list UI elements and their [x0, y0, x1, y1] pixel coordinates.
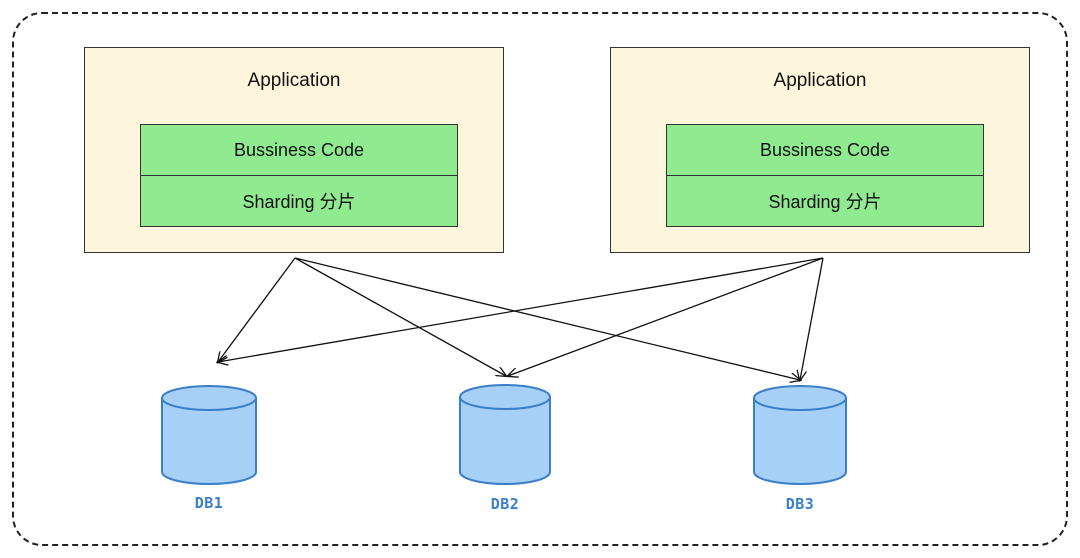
sharding-layer: Sharding 分片	[666, 175, 984, 227]
application-box-1: Application Bussiness Code Sharding 分片	[84, 47, 504, 253]
db1-cylinder-icon	[161, 385, 257, 485]
business-code-layer: Bussiness Code	[666, 124, 984, 176]
arrow-app2-db2	[508, 257, 824, 376]
arrow-app2-db1	[218, 257, 824, 362]
application-title: Application	[247, 70, 341, 91]
db2-label: DB2	[490, 495, 520, 513]
sharding-layer: Sharding 分片	[140, 175, 458, 227]
db3-label: DB3	[785, 495, 815, 513]
arrows-from-app-1	[218, 257, 800, 380]
application-box-2: Application Bussiness Code Sharding 分片	[610, 47, 1030, 253]
application-title: Application	[773, 70, 867, 91]
arrow-app2-db3	[800, 257, 824, 380]
db1-label: DB1	[194, 494, 224, 512]
arrows-from-app-2	[218, 257, 824, 380]
arrow-app1-db3	[294, 257, 800, 380]
arrow-app1-db1	[218, 257, 296, 362]
arrow-app1-db2	[294, 257, 506, 376]
outer-dashed-frame	[12, 12, 1068, 546]
db2-cylinder-icon	[459, 384, 551, 485]
db3-cylinder-icon	[753, 385, 847, 485]
